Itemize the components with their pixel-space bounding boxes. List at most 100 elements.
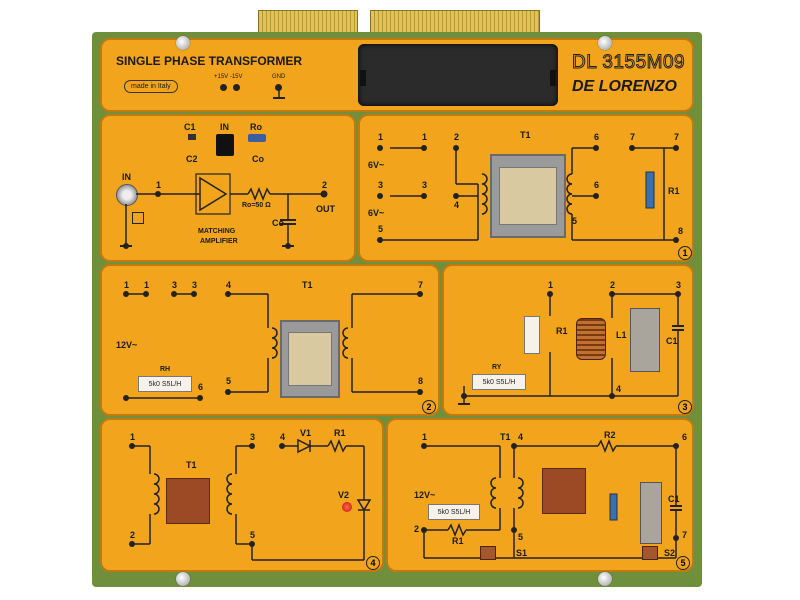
panel-3-circuit [458,291,684,405]
panel-5-circuit [421,438,682,559]
co-label: Co [272,218,284,228]
p2-rh-label: RH [160,366,171,373]
panel-3: 1 2 3 4 R1 L1 C1 RY 5k0 S5L/H 3 [442,264,694,416]
supply-minus-jack[interactable] [233,84,240,91]
p5-r1-label: R1 [452,536,464,546]
window-right-post [550,70,556,86]
p1-node-7b: 7 [674,132,680,142]
ro-value: Ro=50 Ω [242,202,271,209]
p5-c1-label: C1 [668,494,680,504]
p3-node-1: 1 [548,280,554,290]
p1-node-5: 5 [378,224,384,234]
panel-2: 1 1 3 3 4 5 6 7 8 T1 12V~ RH 5k0 S5L/H 2 [100,264,440,416]
mounting-screw-top-right [598,36,612,50]
p4-node-3: 3 [250,432,256,442]
p2-node-7: 7 [418,280,424,290]
bnc-input-connector[interactable] [116,184,138,206]
p4-node-1: 1 [130,432,136,442]
p3-l1-label: L1 [616,330,627,340]
made-in-italy-badge: made in Italy [124,80,178,93]
panel-4: 1 2 3 4 5 T1 V1 R1 V2 4 [100,418,384,572]
panel-4-circuit [129,438,372,561]
p5-voltage: 12V~ [414,490,436,500]
brand-logo: DE LORENZO [572,78,677,95]
panel-1-circuit [377,145,679,243]
p1-node-4: 4 [454,200,460,210]
header-panel: SINGLE PHASE TRANSFORMER made in Italy +… [100,38,694,112]
p1-node-1b: 1 [422,132,428,142]
matching-amplifier-line2: AMPLIFIER [200,238,238,245]
p1-node-7a: 7 [630,132,636,142]
p4-v2-led [342,502,352,512]
p3-ry-resistor: 5k0 S5L/H [472,374,526,390]
p1-r1-label: R1 [668,186,680,196]
node-2: 2 [322,180,328,190]
p3-l1-inductor [576,318,606,360]
p5-s2-switch[interactable] [642,546,658,560]
p1-node-3b: 3 [422,180,428,190]
component-in-label: IN [220,122,229,132]
p2-node-5: 5 [226,376,232,386]
p1-node-6a: 6 [594,132,600,142]
ro-trimmer-icon [248,134,266,142]
p3-r1-label: R1 [556,326,568,336]
panel-2-circuit [123,291,423,401]
p2-node-1a: 1 [124,280,130,290]
panel-5: 1 2 4 5 6 7 T1 12V~ 5k0 S5L/H R1 R2 C1 S… [386,418,694,572]
p1-voltage-6v-a: 6V~ [368,160,385,170]
p5-t1-label: T1 [500,432,511,442]
p2-rh-resistor: 5k0 S5L/H [138,376,192,392]
panel-1-number: 1 [678,246,692,260]
in-label: IN [122,172,131,182]
p1-node-8: 8 [678,226,684,236]
p1-t1-label: T1 [520,130,531,140]
p5-node-6: 6 [682,432,688,442]
p5-r2-label: R2 [604,430,616,440]
p2-node-6: 6 [198,382,204,392]
p3-node-4: 4 [616,384,622,394]
out-label: OUT [316,204,335,214]
circuit-board: SINGLE PHASE TRANSFORMER made in Italy +… [92,32,702,587]
p4-v2-label: V2 [338,490,350,500]
p5-resistor-box: 5k0 S5L/H [428,504,480,520]
supply-plus-jack[interactable] [220,84,227,91]
panel-matching-amplifier: C1 IN Ro C2 Co IN [100,114,356,262]
ground-jack-box-icon [132,212,144,224]
p5-transformer [542,468,586,514]
mounting-screw-bottom-left [176,572,190,586]
gnd-jack[interactable] [275,84,282,91]
p4-node-2: 2 [130,530,136,540]
node-1: 1 [156,180,162,190]
panel-1: 1 1 2 3 3 4 5 6 6 7 7 8 5 6V~ 6V~ T1 R1 … [358,114,694,262]
p1-voltage-6v-b: 6V~ [368,208,385,218]
component-c2-label: C2 [186,154,198,164]
p4-transformer [166,478,210,524]
p5-node-2: 2 [414,524,420,534]
p4-v1-label: V1 [300,428,312,438]
p3-c1-label: C1 [666,336,678,346]
p3-node-2: 2 [610,280,616,290]
p3-node-3: 3 [676,280,682,290]
mounting-screw-bottom-right [598,572,612,586]
p1-node-1a: 1 [378,132,384,142]
panel-5-number: 5 [676,556,690,570]
p1-node-2: 2 [454,132,460,142]
p5-node-7: 7 [682,530,688,540]
p3-r1-resistor [524,316,540,354]
p2-t1-label: T1 [302,280,313,290]
p2-transformer [280,320,340,398]
p2-node-1b: 1 [144,280,150,290]
display-window [358,44,558,106]
board-title: SINGLE PHASE TRANSFORMER [116,54,303,68]
p5-s1-switch[interactable] [480,546,496,560]
model-number: DL 3155M09 [571,52,686,74]
window-left-post [360,70,366,86]
p5-node-1: 1 [422,432,428,442]
p3-c1-capacitor [630,308,660,372]
p5-s2-label: S2 [664,548,676,558]
amplifier-circuit [120,173,328,249]
p5-node-4: 4 [518,432,524,442]
p4-r1-label: R1 [334,428,346,438]
p2-node-3a: 3 [172,280,178,290]
p4-node-4: 4 [280,432,286,442]
